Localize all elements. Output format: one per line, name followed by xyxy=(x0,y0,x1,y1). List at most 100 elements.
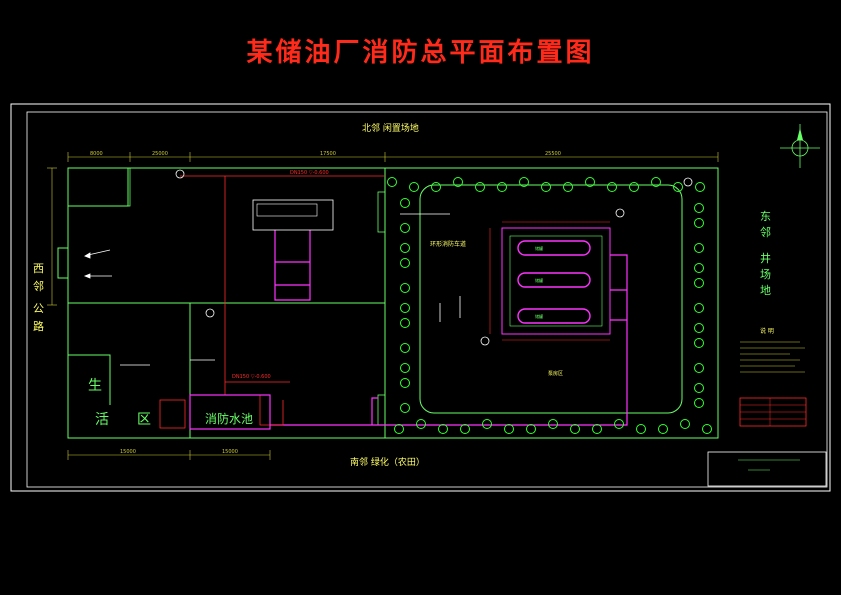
tree-icon xyxy=(694,383,704,393)
east-char-4: 场 xyxy=(760,267,771,281)
tree-icon xyxy=(629,182,639,192)
south-label: 南邻 绿化（农田） xyxy=(350,456,425,468)
title-block xyxy=(707,451,827,487)
tree-icon xyxy=(541,182,551,192)
tree-icon xyxy=(695,182,705,192)
tree-icon xyxy=(394,424,404,434)
svg-text:储罐: 储罐 xyxy=(535,245,543,251)
tree-icon xyxy=(694,338,704,348)
tree-icon xyxy=(636,424,646,434)
oil-tanks xyxy=(517,240,591,324)
tree-icon xyxy=(694,203,704,213)
fire-water-pipe xyxy=(270,230,628,426)
hydrant-icons xyxy=(175,169,693,346)
tree-icons xyxy=(387,177,712,434)
tree-icon xyxy=(614,419,624,429)
top-dimension-line xyxy=(67,152,719,162)
outer-frame xyxy=(10,103,831,492)
tree-icon xyxy=(694,323,704,333)
tree-icon xyxy=(592,424,602,434)
tree-icon xyxy=(387,177,397,187)
tree-icon xyxy=(658,424,668,434)
dim-top-far: 25500 xyxy=(545,151,561,157)
tree-icon xyxy=(400,343,410,353)
tree-icon xyxy=(400,318,410,328)
dim-top-right: 17500 xyxy=(320,151,336,157)
tree-icon xyxy=(400,198,410,208)
tree-icon xyxy=(651,177,661,187)
tree-icon xyxy=(694,398,704,408)
tree-icon xyxy=(694,363,704,373)
tree-icon xyxy=(438,424,448,434)
drawing-title: 某储油厂消防总平面布置图 xyxy=(246,38,595,68)
tree-icon xyxy=(563,182,573,192)
tree-icon xyxy=(607,182,617,192)
tree-icon xyxy=(400,258,410,268)
west-char-1: 西 xyxy=(33,262,44,275)
tree-icon xyxy=(400,378,410,388)
legend-notes xyxy=(740,341,805,373)
tree-icon xyxy=(400,303,410,313)
tree-icon xyxy=(453,177,463,187)
tree-icon xyxy=(400,363,410,373)
east-char-3: 井 xyxy=(760,251,771,265)
tree-icon xyxy=(460,424,470,434)
life-zone-char-1: 生 xyxy=(88,378,102,394)
legend-title: 说 明 xyxy=(760,327,774,335)
tree-icon xyxy=(416,419,426,429)
tree-icon xyxy=(431,182,441,192)
tree-icon xyxy=(680,419,690,429)
tree-icon xyxy=(482,419,492,429)
north-label: 北邻 闲置场地 xyxy=(362,122,419,134)
east-char-1: 东 xyxy=(760,210,771,223)
tank-farm-road xyxy=(419,184,683,414)
tree-icon xyxy=(526,424,536,434)
tree-icon xyxy=(673,182,683,192)
tree-icon xyxy=(694,278,704,288)
dim-top-mid: 25000 xyxy=(152,151,168,157)
tree-icon xyxy=(694,263,704,273)
svg-text:储罐: 储罐 xyxy=(535,277,543,283)
tree-icon xyxy=(497,182,507,192)
tank-dike xyxy=(501,227,611,335)
tree-icon xyxy=(400,223,410,233)
svg-text:DN150 ▽-0.600: DN150 ▽-0.600 xyxy=(232,374,271,380)
west-char-4: 路 xyxy=(33,320,44,333)
tree-icon xyxy=(400,403,410,413)
tree-icon xyxy=(702,424,712,434)
dim-bottom-mid: 15000 xyxy=(222,449,238,455)
tree-icon xyxy=(400,243,410,253)
east-char-5: 地 xyxy=(760,284,771,297)
tree-icon xyxy=(694,303,704,313)
traffic-arrows xyxy=(83,213,461,366)
tree-icon xyxy=(548,419,558,429)
ring-road-label: 环形消防车道 xyxy=(430,240,466,248)
tree-icon xyxy=(694,218,704,228)
tree-icon xyxy=(570,424,580,434)
tree-icon xyxy=(519,177,529,187)
site-boundary xyxy=(57,167,719,439)
tree-icon xyxy=(409,182,419,192)
fire-main-pipe xyxy=(180,175,385,426)
compass-icon xyxy=(780,124,820,168)
life-zone-char-2: 活 xyxy=(95,412,109,428)
tree-icon xyxy=(504,424,514,434)
tree-icon xyxy=(475,182,485,192)
dim-top-left: 8000 xyxy=(90,151,103,157)
svg-text:DN150 ▽-0.600: DN150 ▽-0.600 xyxy=(290,170,329,176)
west-char-3: 公 xyxy=(33,302,44,315)
inner-frame xyxy=(26,111,828,488)
fire-pool-label: 消防水池 xyxy=(205,411,253,426)
svg-text:储罐: 储罐 xyxy=(535,313,543,319)
pump-area-label: 泵房区 xyxy=(548,370,563,377)
tree-icon xyxy=(400,283,410,293)
tree-icon xyxy=(694,243,704,253)
fire-pool xyxy=(189,394,271,430)
east-char-2: 邻 xyxy=(760,226,771,239)
office-building xyxy=(252,199,334,231)
dim-bottom-left: 15000 xyxy=(120,449,136,455)
tree-icon xyxy=(585,177,595,187)
west-char-2: 邻 xyxy=(33,280,44,293)
life-zone-char-3: 区 xyxy=(137,412,151,428)
